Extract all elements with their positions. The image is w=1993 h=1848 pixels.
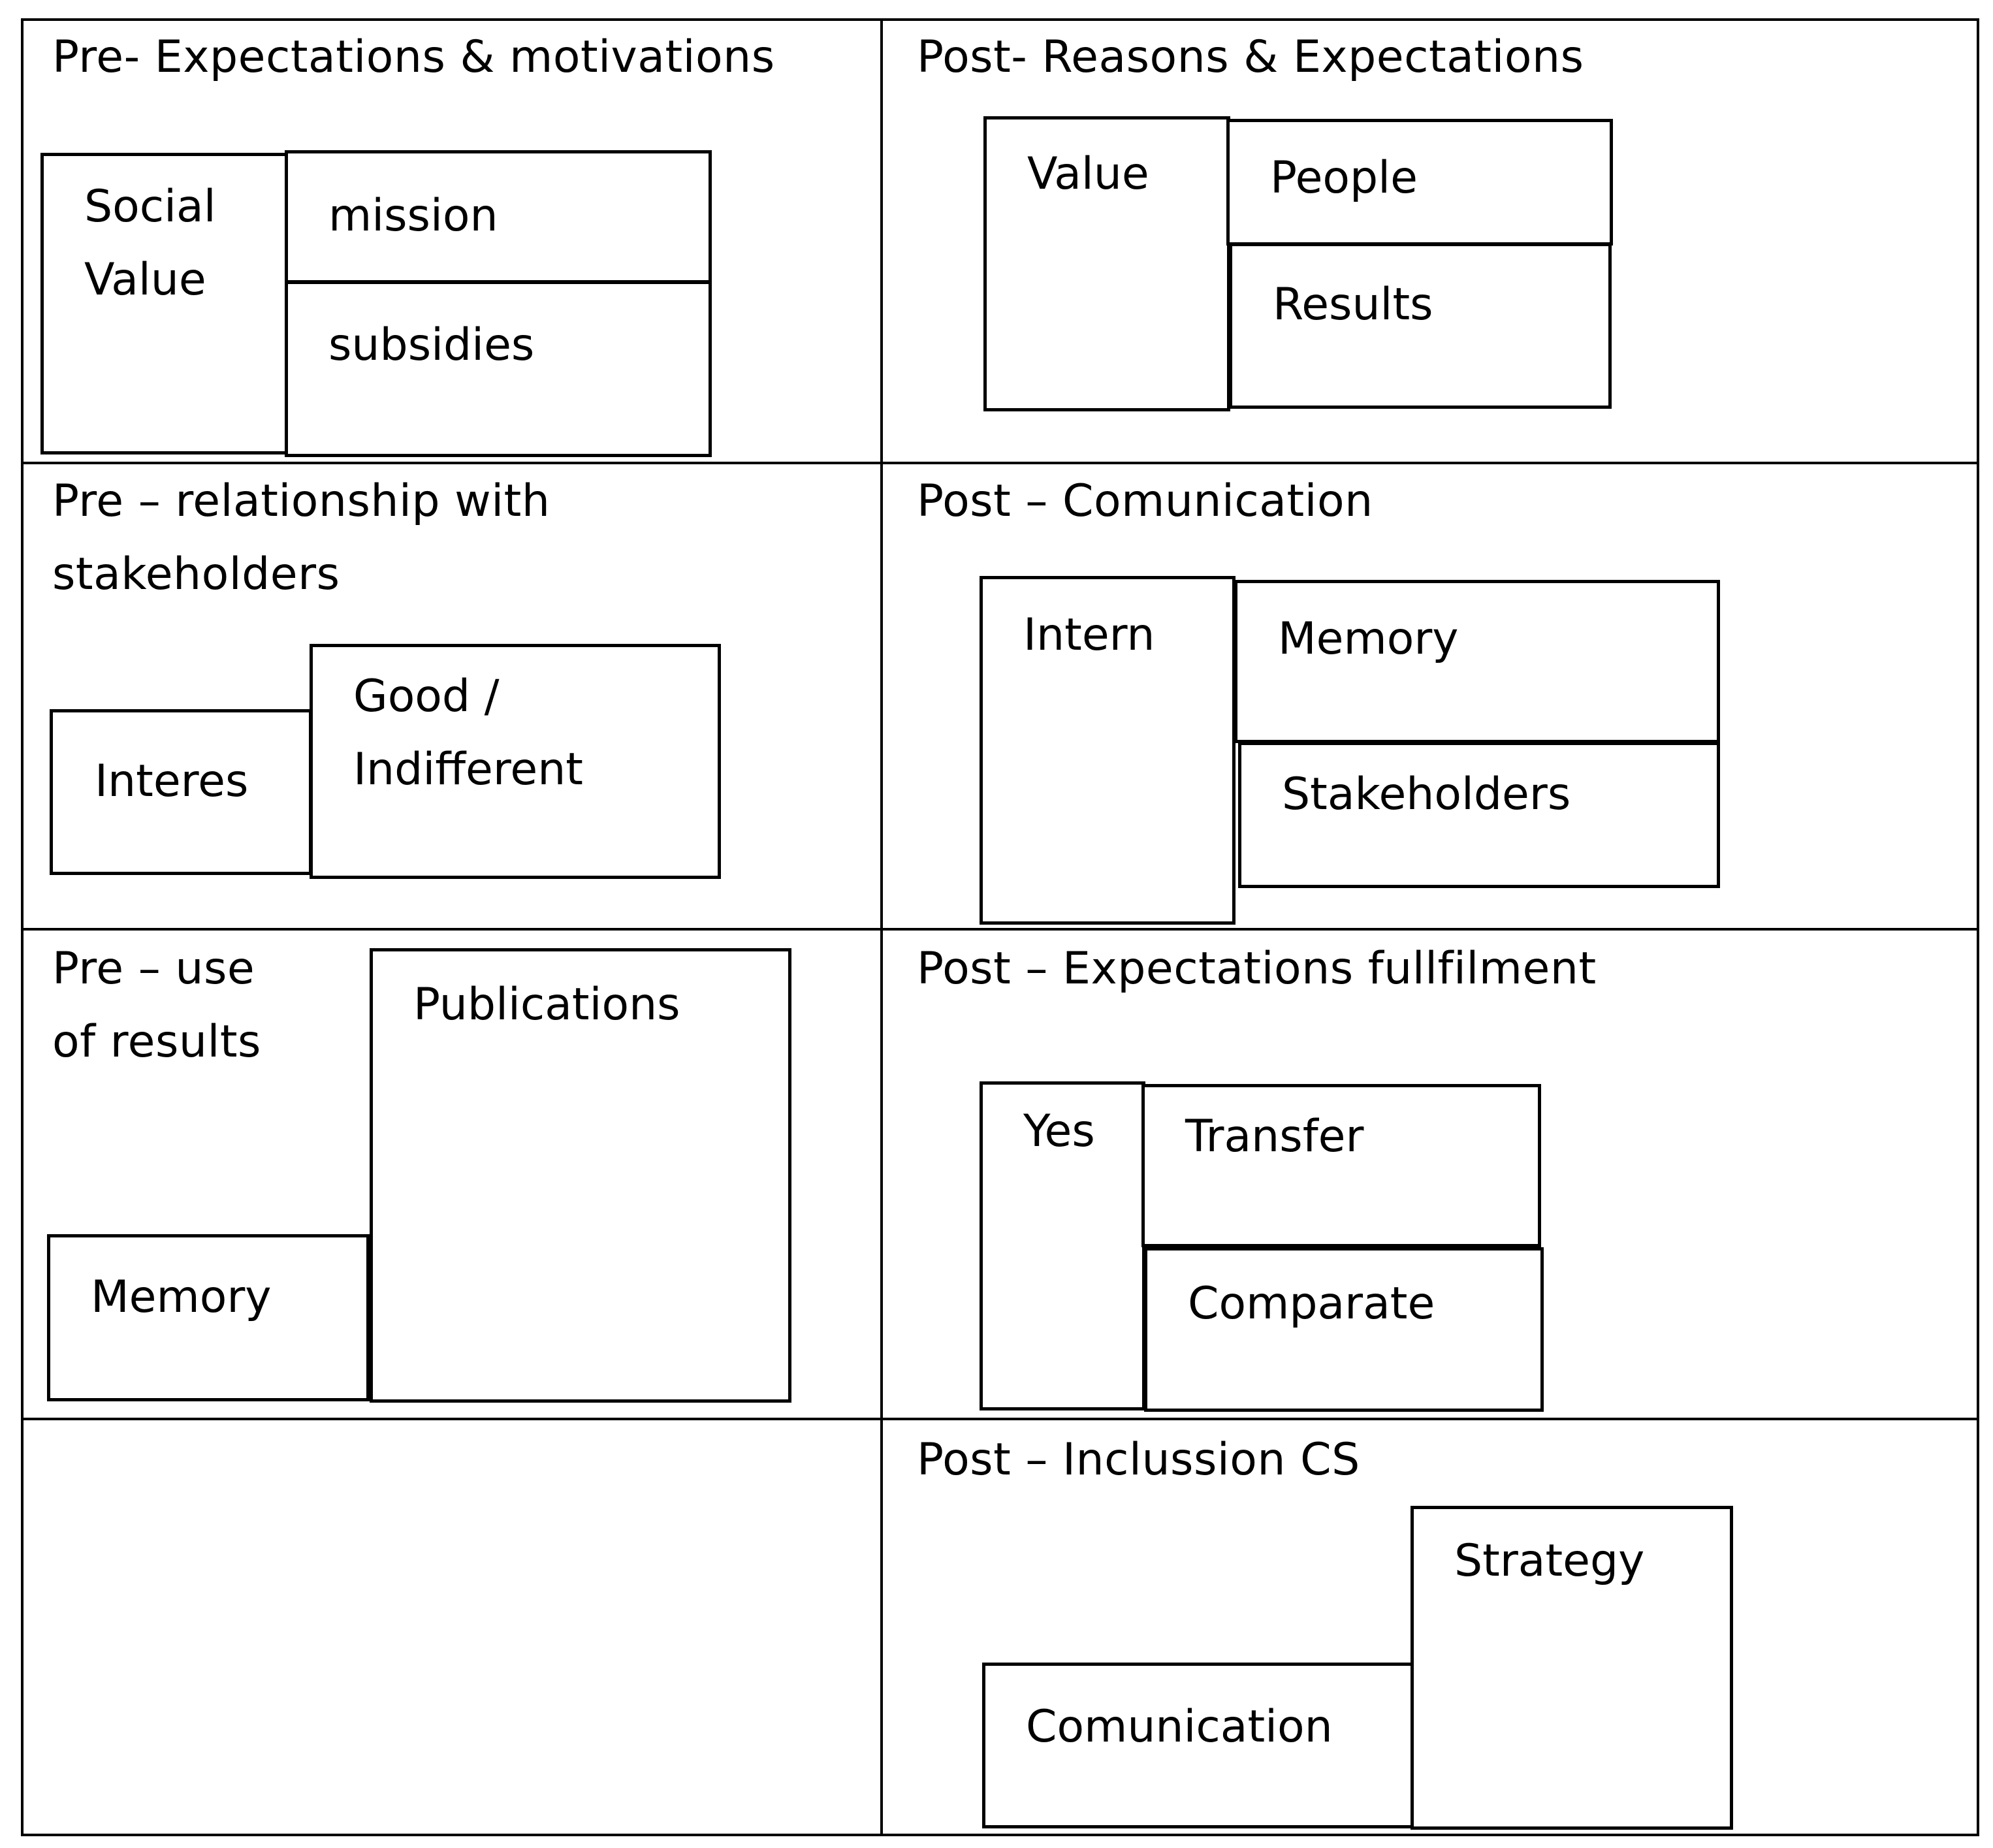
box-strategy-label: Strategy xyxy=(1454,1535,1645,1587)
table-row-divider-3 xyxy=(21,1418,1979,1420)
box-results: Results xyxy=(1229,243,1612,409)
box-people-label: People xyxy=(1270,152,1418,204)
box-value-label: Value xyxy=(1027,148,1149,200)
box-social-value-label: Social Value xyxy=(84,181,216,306)
cell-title-post-expectations: Post – Expectations fullfilment xyxy=(917,943,1597,995)
box-memory-results: Memory xyxy=(47,1234,370,1401)
table-border-top xyxy=(21,18,1979,21)
box-yes: Yes xyxy=(980,1081,1145,1410)
box-good-indifferent-label: Good / Indifferent xyxy=(353,671,583,795)
box-results-label: Results xyxy=(1273,279,1433,330)
box-people: People xyxy=(1226,119,1613,246)
box-subsidies-label: subsidies xyxy=(328,319,535,371)
table-border-right xyxy=(1977,18,1979,1836)
box-stakeholders-label: Stakeholders xyxy=(1282,769,1571,820)
box-memory-comunication: Memory xyxy=(1234,580,1720,743)
cell-title-pre-expectations: Pre- Expectations & motivations xyxy=(52,31,775,83)
box-yes-label: Yes xyxy=(1023,1106,1095,1157)
box-transfer: Transfer xyxy=(1141,1084,1541,1247)
table-column-divider xyxy=(880,18,883,1836)
box-social-value: Social Value xyxy=(40,153,291,454)
cell-title-post-inclusion: Post – Inclussion CS xyxy=(917,1434,1360,1486)
table-row-divider-1 xyxy=(21,462,1979,464)
table-row-divider-2 xyxy=(21,928,1979,931)
box-interes: Interes xyxy=(50,709,312,875)
box-good-indifferent: Good / Indifferent xyxy=(310,644,721,879)
box-publications: Publications xyxy=(370,948,791,1403)
box-mission: mission xyxy=(285,150,712,283)
box-memory-results-label: Memory xyxy=(91,1271,272,1323)
box-publications-label: Publications xyxy=(413,979,680,1030)
cell-title-pre-use-results: Pre – use of results xyxy=(52,943,261,1068)
box-comunication-label: Comunication xyxy=(1026,1701,1333,1753)
box-value: Value xyxy=(983,116,1230,411)
box-comunication: Comunication xyxy=(982,1663,1416,1828)
box-memory-comunication-label: Memory xyxy=(1278,613,1459,665)
box-transfer-label: Transfer xyxy=(1185,1111,1364,1162)
box-strategy: Strategy xyxy=(1411,1506,1733,1830)
cell-title-pre-relationship: Pre – relationship with stakeholders xyxy=(52,475,550,600)
cell-title-post-reasons: Post- Reasons & Expectations xyxy=(917,31,1584,83)
table-border-left xyxy=(21,18,24,1836)
box-mission-label: mission xyxy=(328,190,498,242)
cell-title-post-comunication: Post – Comunication xyxy=(917,475,1373,527)
box-subsidies: subsidies xyxy=(285,281,712,457)
box-comparate-label: Comparate xyxy=(1188,1278,1435,1330)
box-interes-label: Interes xyxy=(95,756,249,807)
box-stakeholders: Stakeholders xyxy=(1238,742,1720,888)
table-border-bottom xyxy=(21,1834,1979,1836)
box-intern-label: Intern xyxy=(1023,609,1155,661)
box-intern: Intern xyxy=(980,576,1236,925)
box-comparate: Comparate xyxy=(1144,1247,1544,1412)
